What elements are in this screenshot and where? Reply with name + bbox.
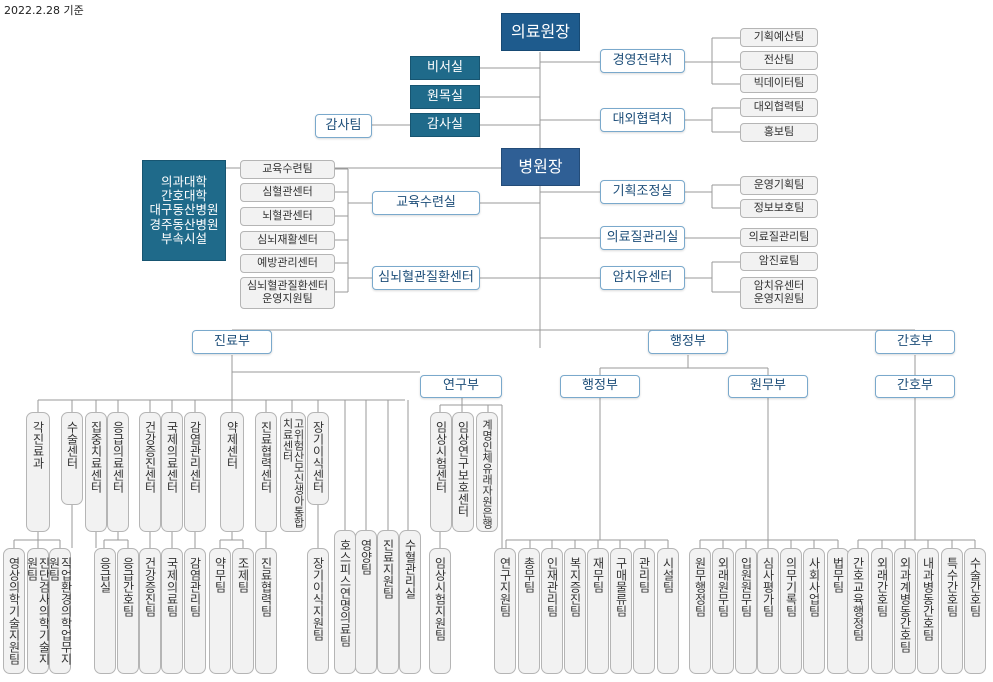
team-nursing-education: 간호교육행정팀 [847, 548, 869, 674]
team-legal: 법무팀 [827, 548, 849, 674]
team-cancer-care: 암진료팀 [740, 252, 818, 271]
strategy-office-box: 경영전략처 [600, 49, 685, 73]
team-management: 관리팀 [633, 548, 655, 674]
team-special-nursing: 특수간호팀 [941, 548, 963, 674]
team-cancer-support: 암치유센터 운영지원팀 [740, 277, 818, 309]
audit-team-box: 감사팀 [315, 114, 372, 138]
division-nursing-sub: 간호부 [875, 375, 955, 398]
audit-box: 감사실 [410, 113, 480, 137]
cancer-center-box: 암치유센터 [600, 266, 685, 290]
unit-icu-center: 집중치료센터 [85, 412, 107, 532]
unit-maternal-neonatal: 고위험산모신생아통합치료센터 [280, 412, 306, 532]
team-outpatient-wonmu: 외래원무팀 [712, 548, 734, 674]
team-security: 정보보호팀 [740, 199, 818, 218]
team-cooperation: 진료협력팀 [255, 548, 277, 674]
team-finance: 재무팀 [587, 548, 609, 674]
reference-date: 2022.2.28 기준 [4, 4, 84, 17]
division-admin: 행정부 [648, 330, 728, 354]
team-planning-budget: 기획예산팀 [740, 28, 818, 47]
team-emergency-room: 응급실 [94, 548, 116, 674]
team-research-support: 연구지원팀 [494, 548, 516, 674]
team-prevention: 예방관리센터 [240, 254, 335, 273]
team-wonmu-admin: 원무행정팀 [689, 548, 711, 674]
planning-coordination-box: 기획조정실 [600, 180, 685, 204]
director-box: 의료원장 [501, 13, 580, 51]
team-bigdata: 빅데이터팀 [740, 74, 818, 93]
team-hospice: 호스피스연명의료팀 [334, 530, 356, 674]
team-cerebrovascular: 뇌혈관센터 [240, 207, 335, 226]
team-transfusion: 수혈관리실 [399, 530, 421, 674]
unit-cooperation: 진료협력센터 [255, 412, 277, 532]
team-welfare: 복지증진팀 [564, 548, 586, 674]
unit-research-protection: 임상연구보호센터 [452, 412, 474, 532]
team-general-affairs: 총무팀 [518, 548, 540, 674]
team-medical-records: 의무기록팀 [780, 548, 802, 674]
division-nursing: 간호부 [875, 330, 955, 354]
unit-pharmacy: 약제센터 [220, 412, 244, 532]
team-cardiovascular: 심혈관센터 [240, 183, 335, 202]
team-external: 대외협력팀 [740, 98, 818, 117]
unit-emergency-center: 응급의료센터 [107, 412, 129, 532]
team-social-work: 사회사업팀 [803, 548, 825, 674]
team-surgery-nursing: 수술간호팀 [964, 548, 986, 674]
cardio-cerebro-center-box: 심뇌혈관질환센터 [372, 266, 480, 290]
team-emergency-nursing: 응급간호팀 [117, 548, 139, 674]
team-cardio-support: 심뇌혈관질환센터 운영지원팀 [240, 277, 335, 309]
unit-infection-control: 감염관리센터 [184, 412, 206, 532]
team-dispensing: 조제팀 [232, 548, 254, 674]
quality-office-box: 의료질관리실 [600, 226, 685, 250]
division-wonmu: 원무부 [728, 375, 808, 398]
unit-transplant: 장기이식센터 [307, 412, 329, 505]
team-occupational-support: 직업환경의학업무지원팀 [47, 548, 73, 674]
external-office-box: 대외협력처 [600, 108, 685, 132]
team-operation-planning: 운영기획팀 [740, 176, 818, 195]
affiliated-box: 의과대학 간호대학 대구동산병원 경주동산병원 부속시설 [142, 160, 226, 261]
team-hr: 인재관리팀 [541, 548, 563, 674]
team-surgical-ward: 외과계병동간호팀 [894, 548, 916, 674]
team-procurement: 구매물류팀 [610, 548, 632, 674]
team-health-promotion: 건강증진팀 [139, 548, 161, 674]
division-research: 연구부 [420, 375, 502, 398]
unit-international: 국제의료센터 [161, 412, 183, 532]
team-pr: 홍보팀 [740, 123, 818, 142]
team-quality: 의료질관리팀 [740, 228, 818, 247]
team-clinical-trial-support: 임상시험지원팀 [429, 548, 451, 674]
team-medical-ward: 내과병동간호팀 [917, 548, 939, 674]
team-infection-control: 감염관리팀 [184, 548, 206, 674]
wonmok-box: 원목실 [410, 85, 480, 109]
team-it: 전산팀 [740, 51, 818, 70]
division-medical: 진료부 [192, 330, 272, 354]
unit-clinical-trial: 임상시험센터 [430, 412, 452, 532]
team-transplant-support: 장기이식지원팀 [307, 548, 329, 674]
team-outpatient-nursing: 외래간호팀 [871, 548, 893, 674]
team-facility: 시설팀 [657, 548, 679, 674]
team-clinical-support: 진료지원팀 [377, 530, 399, 674]
team-nutrition: 영양팀 [355, 530, 377, 674]
division-admin-sub: 행정부 [560, 375, 640, 398]
education-office-box: 교육수련실 [372, 191, 480, 215]
team-lab-support: 진단검사의학기술지원팀 [25, 548, 51, 674]
team-international: 국제의료팀 [161, 548, 183, 674]
unit-clinical-departments: 각진료과 [26, 412, 50, 532]
team-imaging-support: 영상의학기술지원팀 [3, 548, 25, 674]
unit-biobank: 계명인체유래자원은행 [476, 412, 498, 532]
hospital-director-box: 병원장 [501, 148, 580, 186]
team-education: 교육수련팀 [240, 160, 335, 179]
secretariat-box: 비서실 [410, 56, 480, 80]
team-review: 심사평가팀 [757, 548, 779, 674]
team-pharmacy: 약무팀 [209, 548, 231, 674]
team-rehab: 심뇌재활센터 [240, 231, 335, 250]
unit-health-promotion: 건강증진센터 [139, 412, 161, 532]
unit-surgery-center: 수술센터 [61, 412, 83, 505]
team-inpatient-wonmu: 입원원무팀 [735, 548, 757, 674]
